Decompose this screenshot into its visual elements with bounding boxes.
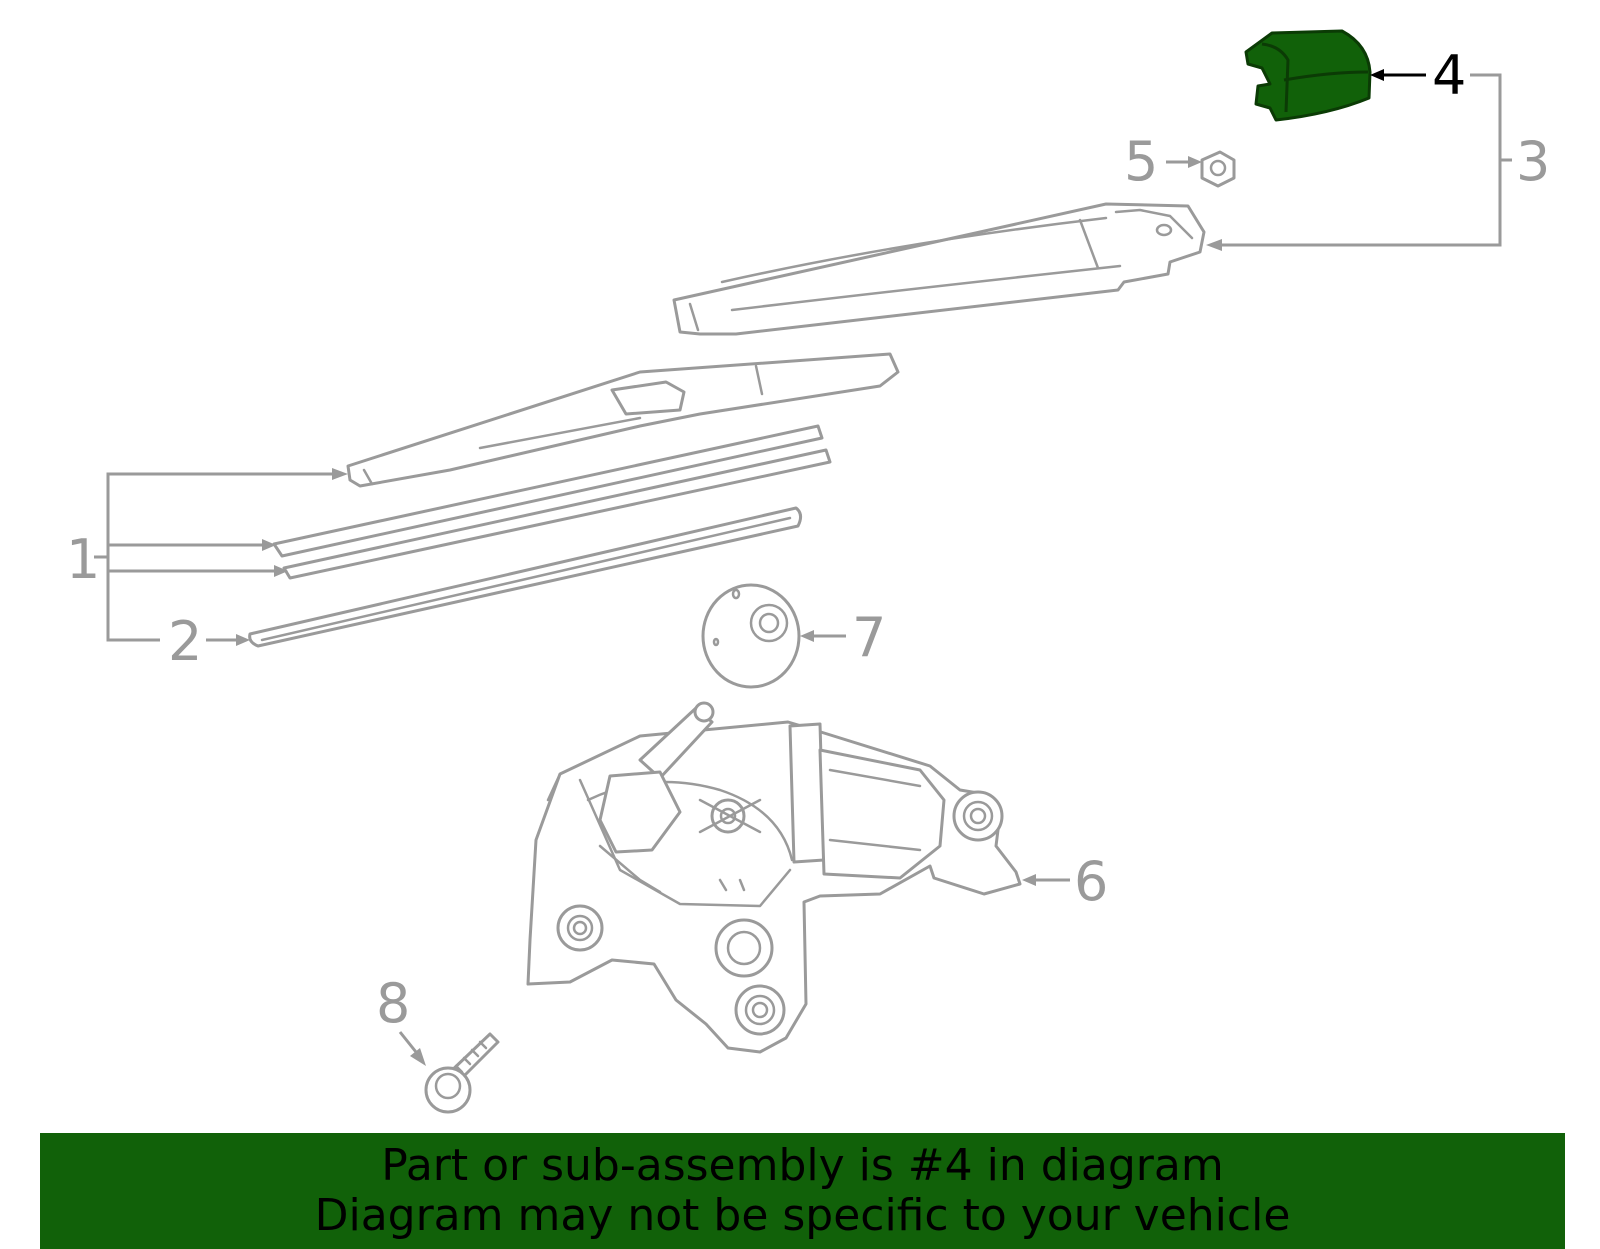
part-7-pivot-cap[interactable] bbox=[701, 583, 801, 689]
part-4-cap[interactable] bbox=[1244, 29, 1372, 122]
arrow-8 bbox=[410, 1048, 426, 1066]
banner-line-1: Part or sub-assembly is #4 in diagram bbox=[381, 1140, 1224, 1191]
callout-4[interactable]: 4 bbox=[1432, 44, 1466, 107]
callout-1[interactable]: 1 bbox=[66, 528, 100, 591]
arrow-2 bbox=[236, 634, 250, 646]
part-1-wiper-blade[interactable] bbox=[346, 352, 900, 488]
info-banner: Part or sub-assembly is #4 in diagram Di… bbox=[40, 1133, 1565, 1249]
callout-7[interactable]: 7 bbox=[852, 606, 886, 669]
part-1-blade-strip-1[interactable] bbox=[272, 424, 824, 558]
callouts: 4 3 5 1 2 7 6 8 bbox=[66, 44, 1550, 1035]
arrow-5 bbox=[1188, 156, 1202, 168]
part-4-cap-edge bbox=[1283, 70, 1369, 82]
part-4-cap-edge-2 bbox=[1261, 42, 1290, 113]
part-1-blade-strip-2[interactable] bbox=[282, 448, 832, 580]
part-2-wiper-insert[interactable] bbox=[248, 506, 803, 648]
arrow-1c bbox=[274, 565, 288, 577]
leader-8 bbox=[398, 1031, 418, 1053]
callout-8[interactable]: 8 bbox=[376, 972, 410, 1035]
callout-3[interactable]: 3 bbox=[1516, 130, 1550, 193]
callout-5[interactable]: 5 bbox=[1124, 130, 1158, 193]
callout-2[interactable]: 2 bbox=[168, 610, 202, 673]
leader-1 bbox=[106, 472, 344, 642]
part-3-wiper-arm[interactable] bbox=[672, 202, 1206, 336]
banner-line-2: Diagram may not be specific to your vehi… bbox=[314, 1190, 1291, 1241]
callout-6[interactable]: 6 bbox=[1074, 850, 1108, 913]
arrow-1a bbox=[332, 468, 348, 480]
arrow-7 bbox=[800, 630, 814, 642]
part-5-nut[interactable] bbox=[1200, 150, 1236, 188]
arrow-1b bbox=[262, 539, 276, 551]
part-8-bolt[interactable] bbox=[424, 1032, 500, 1114]
arrow-6 bbox=[1022, 874, 1036, 886]
part-6-wiper-motor[interactable] bbox=[526, 701, 1022, 1054]
arrow-3 bbox=[1206, 239, 1222, 251]
arrow-4 bbox=[1370, 69, 1384, 81]
leaders bbox=[94, 69, 1512, 1066]
